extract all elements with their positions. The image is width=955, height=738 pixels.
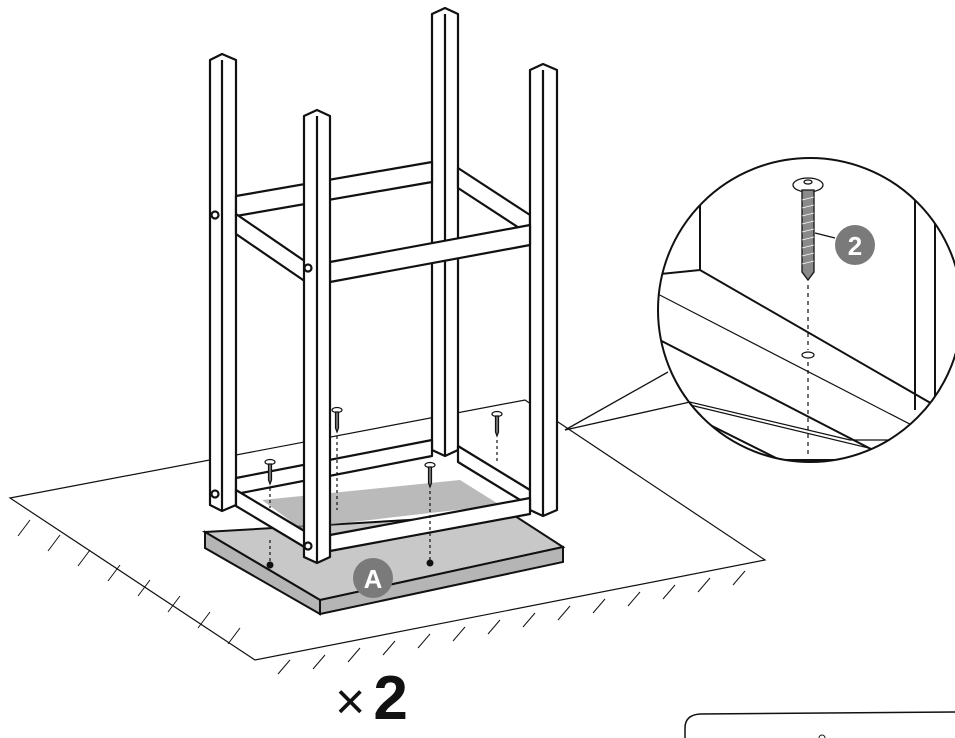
screw-2-label: 2 (848, 231, 862, 261)
next-panel-edge (684, 711, 955, 738)
screw-2-badge: 2 (814, 225, 875, 265)
screws (264, 406, 503, 562)
part-a-label: A (364, 564, 383, 594)
screw (424, 461, 436, 560)
quantity-count: 2 (373, 664, 408, 733)
part-a-badge: A (353, 558, 393, 598)
times-symbol: × (335, 673, 366, 731)
floor-hatching (17, 519, 746, 675)
stool-frame (208, 6, 559, 565)
callout-pointer (564, 371, 691, 431)
screw (491, 410, 503, 464)
screw (264, 458, 276, 508)
next-panel-mark (818, 734, 826, 738)
bolt-icon (792, 177, 824, 282)
quantity-multiplier: × 2 (335, 664, 455, 733)
zoom-detail: 2 (657, 157, 955, 463)
screw (331, 406, 343, 510)
